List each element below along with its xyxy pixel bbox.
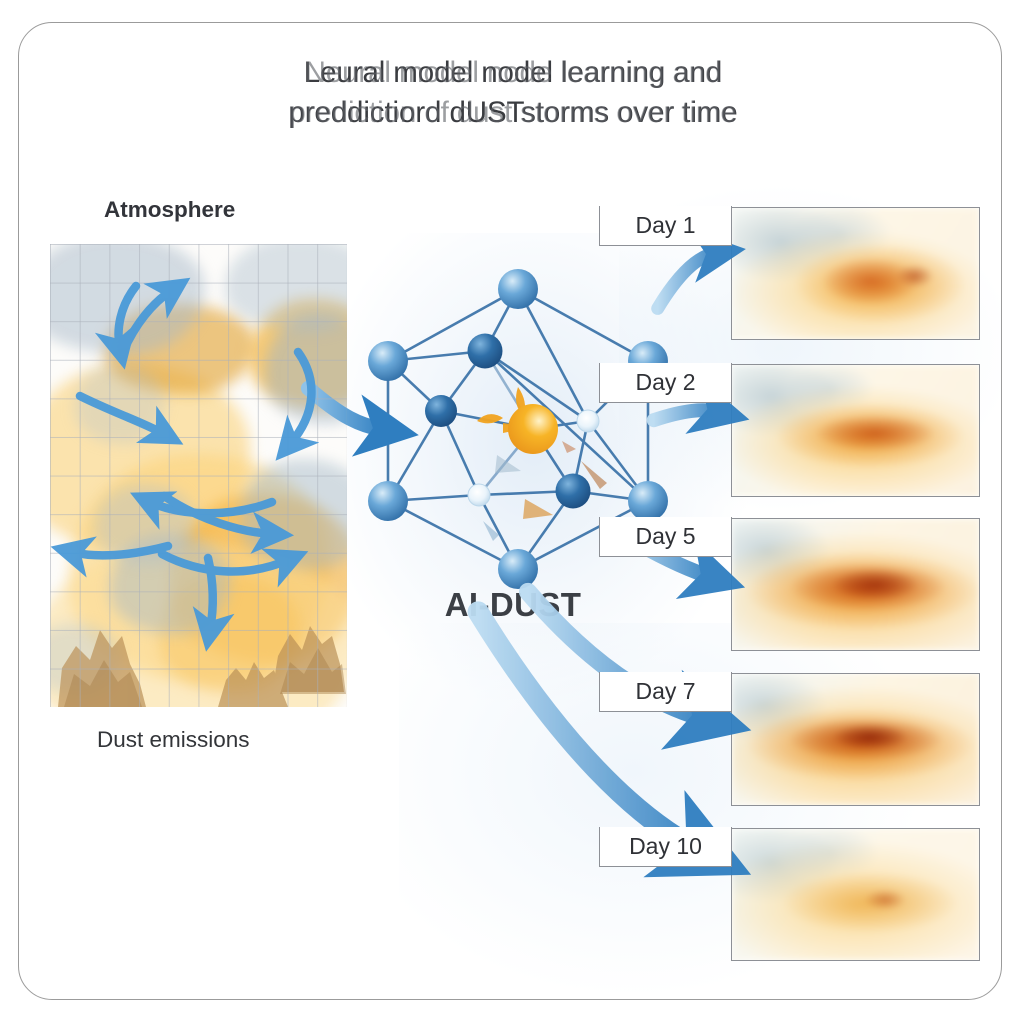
title-line-1-text: Leural model nodel learning and bbox=[303, 56, 723, 89]
forecast-day-tag: Day 2 bbox=[599, 363, 732, 403]
forecast-image-card bbox=[731, 364, 980, 497]
forecast-image-card bbox=[731, 673, 980, 806]
output-flow-arrow-day10 bbox=[467, 601, 752, 878]
graph-node-inner-top bbox=[467, 333, 503, 369]
forecast-day-tag: Day 7 bbox=[599, 672, 732, 712]
atmosphere-grid-panel bbox=[50, 244, 347, 707]
forecast-image-card bbox=[731, 828, 980, 961]
forecast-map-image bbox=[732, 829, 979, 960]
dust-emissions-caption: Dust emissions bbox=[97, 727, 250, 752]
graph-node-bottom bbox=[498, 549, 538, 589]
graph-node-inner-white-right bbox=[576, 409, 600, 433]
forecast-map-image bbox=[732, 208, 979, 339]
graph-node-inner-left bbox=[425, 395, 457, 427]
graph-network bbox=[357, 263, 679, 593]
cloud-blob bbox=[75, 364, 165, 444]
forecast-map-image bbox=[732, 674, 979, 805]
forecast-day-tag: Day 5 bbox=[599, 517, 732, 557]
atmosphere-label: Atmosphere bbox=[104, 197, 236, 222]
forecast-map-image bbox=[732, 365, 979, 496]
figure-title: Leural model nodel learning and Neural m… bbox=[19, 53, 1001, 133]
forecast-day-tag: Day 10 bbox=[599, 827, 732, 867]
graph-node-top bbox=[498, 269, 538, 309]
graph-node-inner-bottom bbox=[555, 473, 591, 509]
title-line-2-text: preddictiord dUSTstorms over time bbox=[288, 96, 738, 129]
cloud-blob bbox=[95, 484, 195, 564]
figure-frame: Leural model nodel learning and Neural m… bbox=[18, 22, 1002, 1000]
graph-node-lower-left bbox=[368, 481, 408, 521]
forecast-day-label: Day 10 bbox=[629, 833, 702, 859]
forecast-day-label: Day 7 bbox=[635, 678, 696, 704]
graph-node-hub-highlight bbox=[508, 404, 558, 454]
forecast-day-label: Day 1 bbox=[635, 212, 696, 238]
graph-node-lower-right bbox=[628, 481, 668, 521]
forecast-image-card bbox=[731, 518, 980, 651]
graph-node-upper-left bbox=[368, 341, 408, 381]
forecast-map-image bbox=[732, 519, 979, 650]
title-line-1: Leural model nodel learning and Neural m… bbox=[19, 53, 1001, 93]
title-line-2: preddictiord dUSTstorms over time predic… bbox=[19, 93, 1001, 133]
graph-network-svg bbox=[368, 269, 668, 589]
forecast-day-label: Day 5 bbox=[635, 523, 696, 549]
forecast-day-label: Day 2 bbox=[635, 369, 696, 395]
graph-node-inner-white-bottom bbox=[467, 483, 491, 507]
forecast-image-card bbox=[731, 207, 980, 340]
forecast-day-tag: Day 1 bbox=[599, 206, 732, 246]
